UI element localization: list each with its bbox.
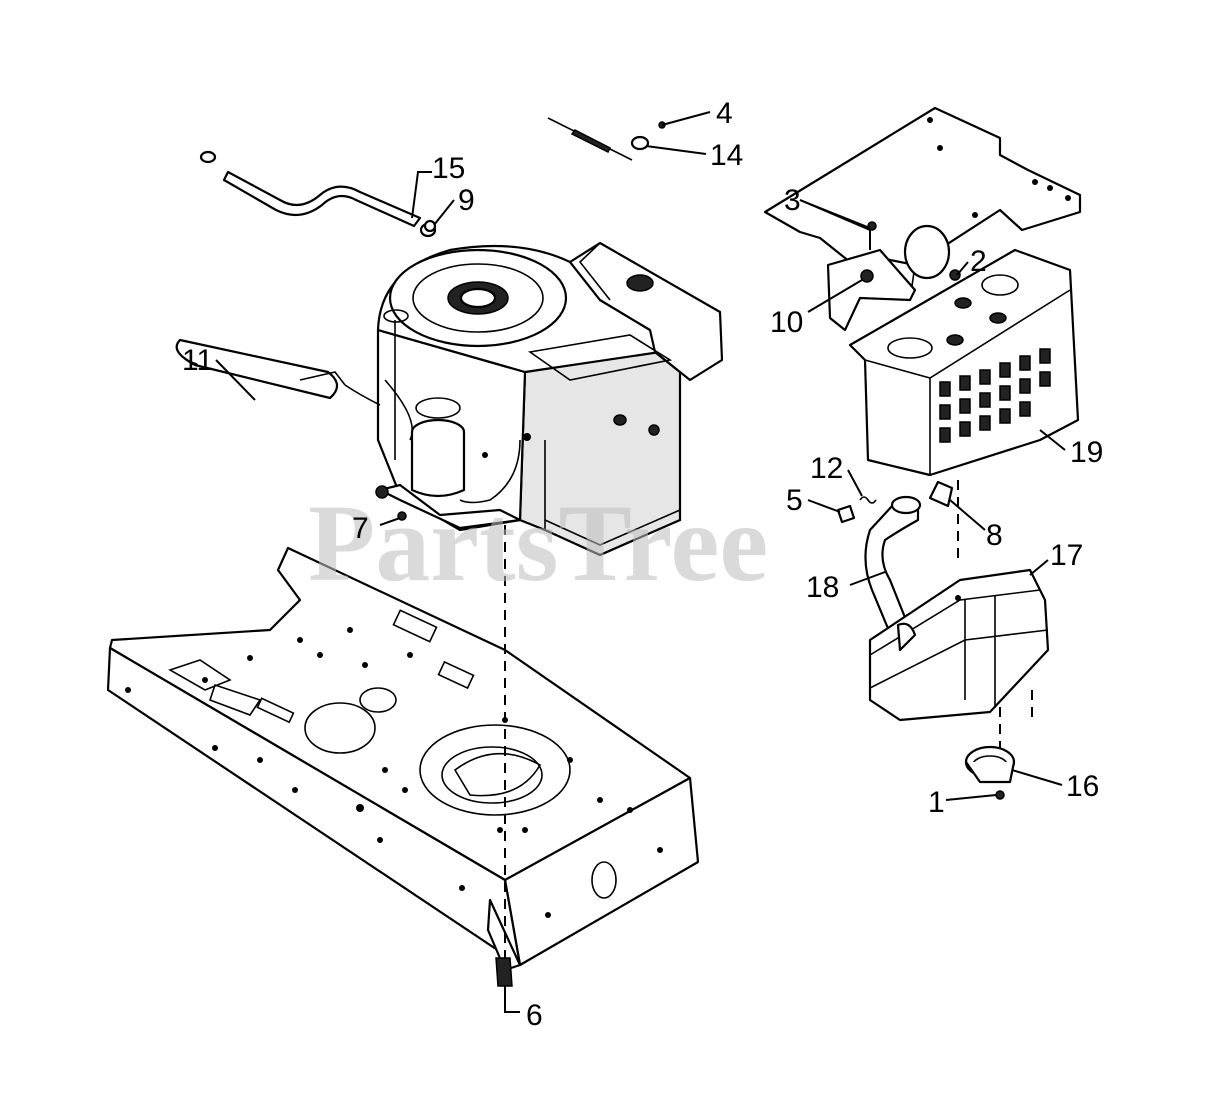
clamp-part[interactable] <box>964 745 1016 784</box>
callout-17: 17 <box>1050 539 1083 572</box>
callout-4: 4 <box>716 97 733 130</box>
throttle-cable-part[interactable] <box>547 117 666 161</box>
callout-2: 2 <box>970 245 987 278</box>
exhaust-pipe-part[interactable] <box>864 495 922 640</box>
callout-9: 9 <box>458 184 475 217</box>
frame-part[interactable] <box>106 546 700 972</box>
callout-11: 11 <box>182 344 213 377</box>
throttle-rod-part[interactable] <box>199 150 437 238</box>
callout-12: 12 <box>810 452 843 485</box>
callout-15: 15 <box>432 152 465 185</box>
callout-10: 10 <box>770 306 803 339</box>
muffler-guard-part[interactable] <box>763 106 1082 477</box>
callout-labels: 4 14 15 9 11 3 2 10 19 12 5 8 17 18 7 16… <box>182 97 1103 1032</box>
callout-14: 14 <box>710 139 743 172</box>
callout-8: 8 <box>986 519 1003 552</box>
chute-part[interactable] <box>175 338 381 406</box>
alignment-lines <box>504 480 1033 960</box>
callout-1: 1 <box>928 786 945 819</box>
callout-16: 16 <box>1066 770 1099 803</box>
callout-5: 5 <box>786 484 803 517</box>
engine-part[interactable] <box>375 241 724 557</box>
louvres <box>939 348 1051 443</box>
callout-18: 18 <box>806 571 839 604</box>
small-hardware <box>397 219 1005 987</box>
callout-19: 19 <box>1070 436 1103 469</box>
gasket-part[interactable] <box>928 480 954 508</box>
callout-3: 3 <box>784 184 801 217</box>
muffler-part[interactable] <box>868 568 1050 722</box>
leader-lines <box>215 111 1066 1013</box>
watermark: PartsTree <box>308 482 768 604</box>
callout-7: 7 <box>352 512 369 545</box>
callout-6: 6 <box>526 999 543 1032</box>
